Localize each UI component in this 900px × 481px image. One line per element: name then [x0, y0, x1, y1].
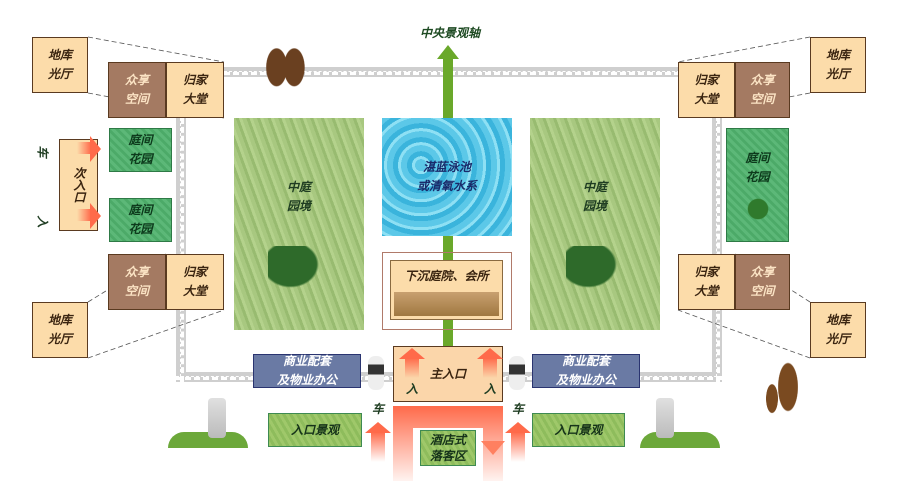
shared-space-top-right: 众享 空间: [735, 62, 790, 118]
home-lobby-top-right: 归家 大堂: [678, 62, 735, 118]
family-icon: [762, 358, 802, 416]
person-label-secondary: 入: [35, 215, 50, 228]
garage-hall-bottom-left: 地库 光厅: [32, 302, 88, 358]
shared-space-top-left: 众享 空间: [108, 62, 166, 118]
person-label-right: 入: [483, 382, 496, 396]
main-arrow-left: [399, 348, 425, 378]
secondary-arrow-1: [77, 142, 91, 154]
runners-icon: [264, 42, 306, 88]
entry-landscape-right: 入口景观: [532, 413, 625, 447]
shared-space-bottom-left: 众享 空间: [108, 254, 166, 310]
courtyard-garden-left-2: 庭间 花园: [109, 198, 172, 242]
car-arrow-left: [365, 422, 391, 462]
sunken-court-label: 下沉庭院、会所: [404, 269, 489, 283]
car-label-right: 车: [511, 402, 524, 416]
courtyard-garden-right-label: 庭间 花园: [745, 151, 770, 184]
main-arrow-right: [477, 348, 503, 378]
central-axis-label: 中央景观轴: [419, 26, 480, 40]
car-icon-left: [368, 356, 384, 390]
home-lobby-bottom-right: 归家 大堂: [678, 254, 735, 310]
commercial-right: 商业配套 及物业办公: [532, 354, 640, 388]
dropoff-arrowhead: [481, 441, 505, 455]
commercial-left: 商业配套 及物业办公: [253, 354, 361, 388]
fountain-icon-left-body: [208, 398, 226, 438]
secondary-arrow-2: [77, 209, 91, 221]
shrub-icon: [744, 198, 772, 220]
pool: [382, 118, 512, 236]
hotel-dropoff: 酒店式 落客区: [420, 430, 476, 466]
secondary-entrance-label: 次入口: [72, 167, 86, 203]
road-right-dash: [716, 118, 720, 382]
clubhouse-icon: [394, 292, 499, 316]
entry-landscape-left: 入口景观: [268, 413, 362, 447]
home-lobby-bottom-left: 归家 大堂: [166, 254, 224, 310]
tree-icon-left: [268, 246, 324, 292]
courtyard-garden-right: 庭间 花园: [726, 128, 789, 242]
fountain-icon-left: [168, 432, 248, 448]
central-garden-left: [234, 118, 364, 330]
central-axis-arrowhead: [437, 45, 459, 59]
fountain-icon-right-body: [656, 398, 674, 438]
car-label-secondary: 车: [35, 145, 50, 158]
courtyard-garden-left-1: 庭间 花园: [109, 128, 172, 172]
sunken-court-frame: [382, 252, 512, 330]
car-arrow-right: [505, 422, 531, 462]
car-label-left: 车: [371, 402, 384, 416]
central-garden-right: [530, 118, 660, 330]
home-lobby-top-left: 归家 大堂: [166, 62, 224, 118]
fountain-icon-right: [640, 432, 720, 448]
tree-icon-right: [566, 246, 622, 292]
garage-hall-top-right: 地库 光厅: [810, 37, 866, 93]
pool-label: 湛蓝泳池 或清氧水系: [416, 160, 477, 193]
central-garden-right-label: 中庭 园境: [582, 180, 607, 213]
car-icon-right: [509, 356, 525, 390]
person-label-left: 入: [405, 382, 418, 396]
shared-space-bottom-right: 众享 空间: [735, 254, 790, 310]
garage-hall-top-left: 地库 光厅: [32, 37, 88, 93]
garage-hall-bottom-right: 地库 光厅: [810, 302, 866, 358]
central-garden-left-label: 中庭 园境: [286, 180, 311, 213]
road-left-dash: [180, 118, 184, 382]
